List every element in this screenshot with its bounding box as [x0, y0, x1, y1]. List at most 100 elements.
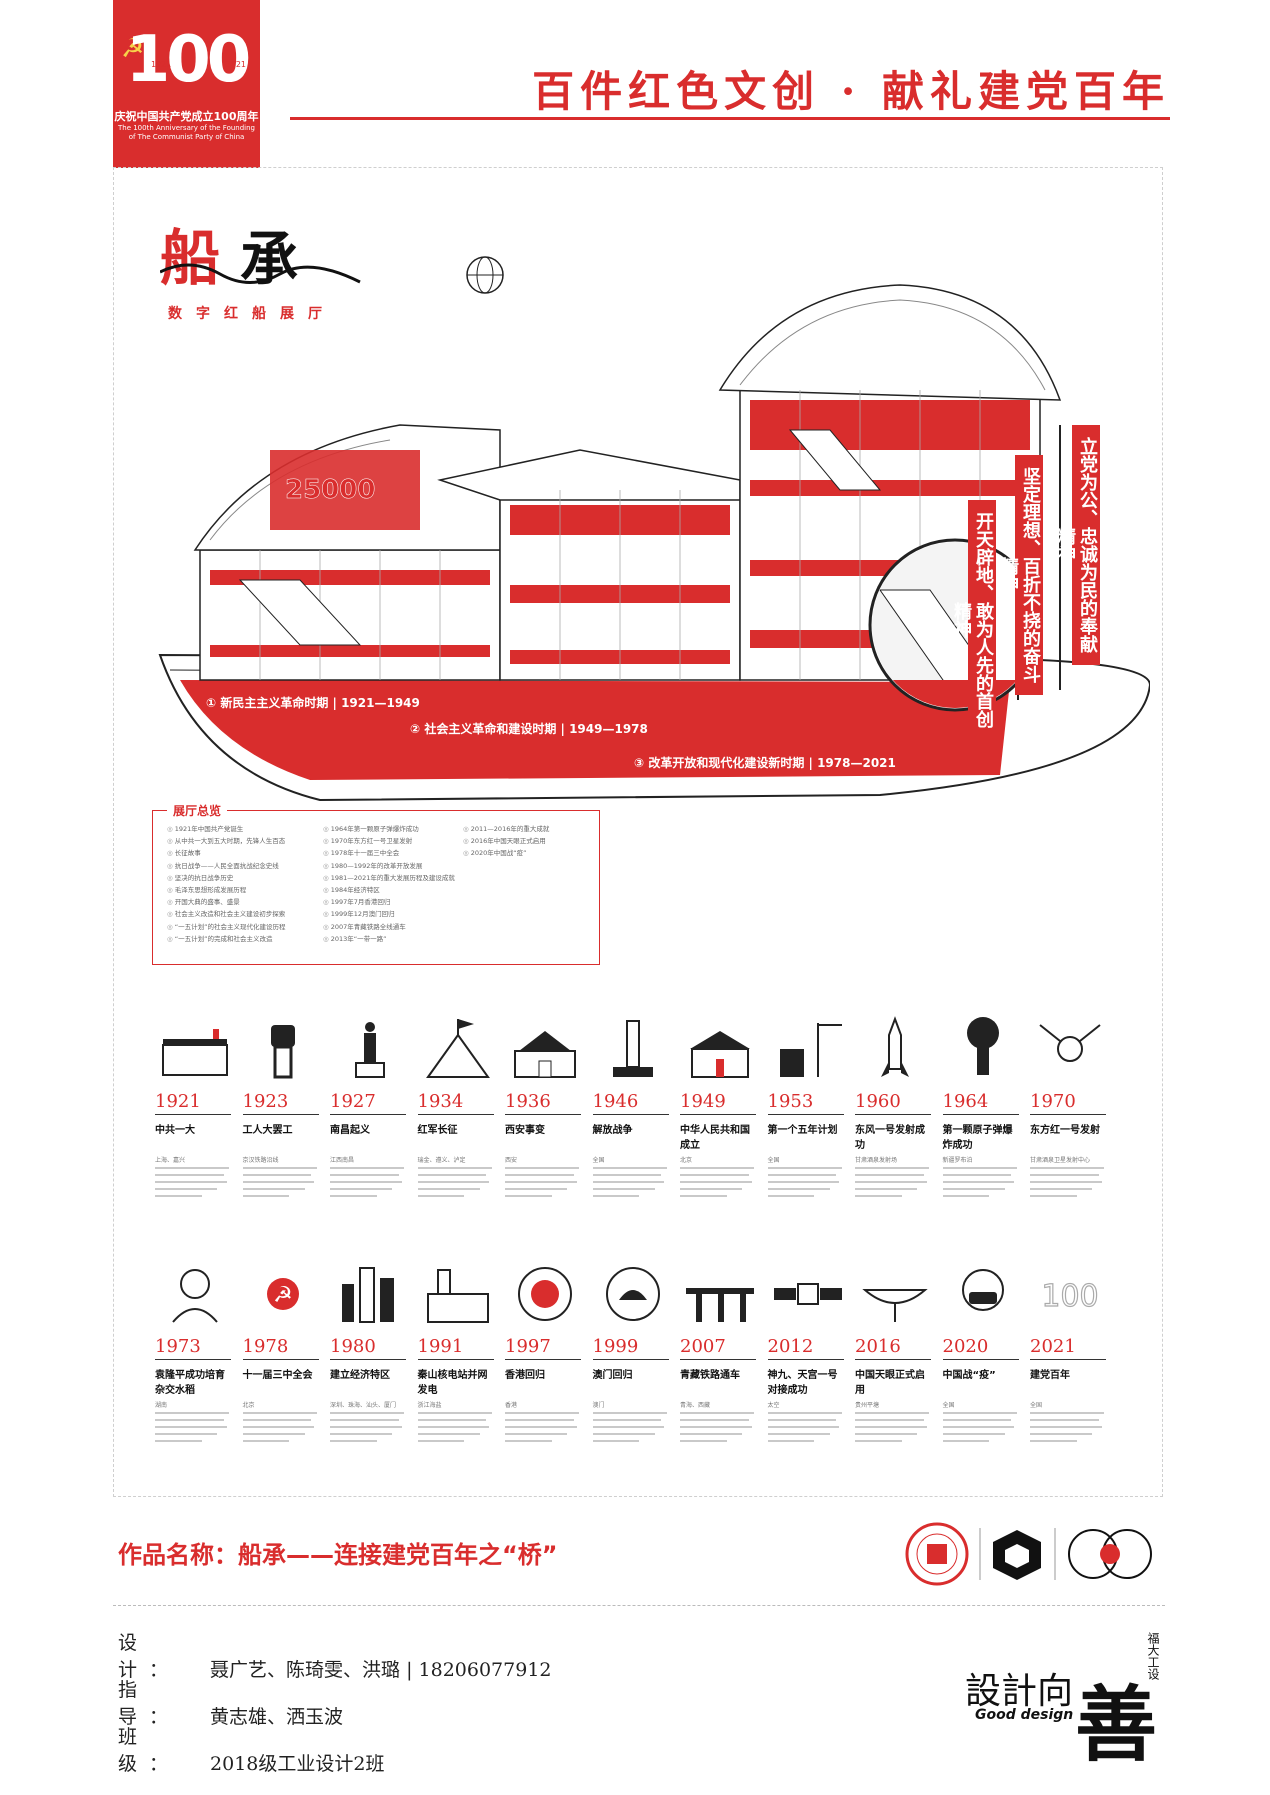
- timeline-place: 澳门: [592, 1402, 605, 1409]
- poster-frame: [113, 167, 1163, 1497]
- overview-item: 毛泽东思想形成发展历程: [167, 884, 286, 896]
- good-design-brand: 設計向 善 Good design 福大工设: [965, 1632, 1165, 1773]
- brand-main: 設計向: [965, 1671, 1074, 1712]
- timeline-rule: [1030, 1359, 1106, 1360]
- bauhinia-emblem-icon: [505, 1260, 585, 1330]
- timeline-place: 瑞金、遵义、泸定: [417, 1157, 466, 1164]
- timeline-description: [155, 1412, 233, 1472]
- timeline-description: [680, 1412, 758, 1472]
- period-label-1: ① 新民主主义革命时期 | 1921—1949: [206, 696, 420, 710]
- school-logos: [905, 1522, 1152, 1586]
- credit-advisor-value: 黄志雄、洒玉波: [210, 1706, 344, 1728]
- timeline-year: 1991: [417, 1336, 464, 1357]
- timeline-place: 全国: [1030, 1402, 1043, 1409]
- hammer-sickle-icon: ☭: [121, 34, 145, 64]
- timeline-year: 1970: [1030, 1091, 1076, 1112]
- timeline-rule: [855, 1359, 931, 1360]
- right-roof: [718, 284, 1062, 401]
- svg-text:☭: ☭: [273, 1283, 293, 1308]
- monument-icon: [593, 1015, 673, 1085]
- building-icon: [155, 1015, 235, 1085]
- timeline-event: 青藏铁路通车: [680, 1370, 740, 1381]
- timeline-description: [505, 1167, 583, 1227]
- timeline-place: 北京: [680, 1157, 693, 1164]
- red-boat-exhibition-hall: 25000: [158, 256, 1150, 802]
- timeline-description: [855, 1167, 933, 1227]
- timeline-description: [1030, 1167, 1108, 1227]
- overview-item: 抗日战争——人民全面抗战纪念史线: [167, 860, 286, 872]
- timeline-place: 香港: [505, 1402, 518, 1409]
- university-seal-icon: [905, 1522, 969, 1586]
- credit-design-label: 设计：: [118, 1632, 181, 1681]
- space-station-icon: [768, 1260, 848, 1330]
- globe-icon: [466, 256, 504, 294]
- timeline-place: 京汉铁路沿线: [242, 1157, 279, 1164]
- timeline-description: [330, 1412, 408, 1472]
- timeline-place: 甘肃酒泉卫星发射中心: [1030, 1157, 1091, 1164]
- period-label-3: ③ 改革开放和现代化建设新时期 | 1978—2021: [634, 756, 896, 770]
- timeline-description: [417, 1412, 496, 1472]
- mushroom-cloud-icon: [943, 1015, 1023, 1085]
- overview-item: “一五计划”的完成和社会主义改造: [167, 933, 286, 945]
- timeline-place: 上海、嘉兴: [155, 1157, 186, 1164]
- overview-item: 1984年经济特区: [323, 884, 455, 896]
- design-cube-icon: [993, 1530, 1041, 1580]
- timeline-year: 1921: [155, 1091, 201, 1112]
- timeline-rule: [417, 1359, 494, 1360]
- timeline-description: [417, 1167, 496, 1227]
- doctor-mask-icon: [943, 1260, 1023, 1330]
- timeline-event: 西安事变: [505, 1125, 545, 1136]
- timeline-year: 1978: [242, 1336, 289, 1357]
- timeline-year: 1936: [505, 1091, 551, 1112]
- period-label-2: ② 社会主义革命和建设时期 | 1949—1978: [410, 722, 648, 736]
- overview-item: 2020年中国战“疫”: [463, 847, 549, 859]
- timeline-description: [767, 1167, 846, 1227]
- railway-bridge-icon: [680, 1260, 760, 1330]
- timeline-rule: [155, 1359, 231, 1360]
- brand-tag: 福大工设: [1146, 1632, 1160, 1680]
- overview-item: 1970年东方红一号卫星发射: [323, 835, 455, 847]
- timeline-rule: [330, 1114, 406, 1115]
- left-cabin: [199, 549, 501, 681]
- timeline-year: 2012: [767, 1336, 814, 1357]
- timeline-event: 红军长征: [417, 1125, 458, 1136]
- timeline-year: 2007: [680, 1336, 726, 1357]
- overview-item: 1981—2021年的重大发展历程及建设成就: [323, 872, 455, 884]
- factory-crane-icon: [768, 1015, 848, 1085]
- credit-class-value: 2018级工业设计2班: [210, 1753, 385, 1775]
- work-title: 作品名称：船承——连接建党百年之“桥”: [118, 1541, 558, 1569]
- timeline-event: 十一届三中全会: [242, 1370, 313, 1381]
- overview-item: 1999年12月澳门回归: [323, 908, 455, 920]
- timeline-event: 澳门回归: [592, 1370, 633, 1381]
- hundred-icon: 100: [1030, 1260, 1110, 1330]
- timeline-place: 新疆罗布泊: [942, 1157, 973, 1164]
- timeline-event: 建党百年: [1030, 1370, 1070, 1381]
- badge-english: The 100th Anniversary of the Founding of…: [117, 124, 255, 141]
- timeline-event: 东方红一号发射: [1030, 1125, 1100, 1136]
- timeline-rule: [242, 1114, 319, 1115]
- credit-advisor-label: 指导：: [118, 1679, 181, 1728]
- timeline-rule: [505, 1359, 581, 1360]
- satellite-icon: [1030, 1015, 1110, 1085]
- spirit-banner-struggle: 坚定理想、百折不挠的奋斗精神: [998, 455, 1043, 695]
- timeline-event: 第一颗原子弹爆炸成功: [942, 1125, 1013, 1151]
- raised-fist-icon: [243, 1015, 323, 1085]
- overview-item: 1964年第一颗原子弹爆炸成功: [323, 823, 455, 835]
- party-emblem-icon: ☭: [243, 1260, 323, 1330]
- centenary-badge: ☭ 100 1921 2021 庆祝中国共产党成立100周年 The 100th…: [113, 0, 260, 168]
- timeline-event: 解放战争: [592, 1125, 633, 1136]
- timeline-year: 1960: [855, 1091, 901, 1112]
- badge-year-left: 1921: [151, 60, 172, 69]
- brand-english: Good design: [975, 1707, 1074, 1723]
- timeline-event: 中国战“疫”: [942, 1370, 996, 1381]
